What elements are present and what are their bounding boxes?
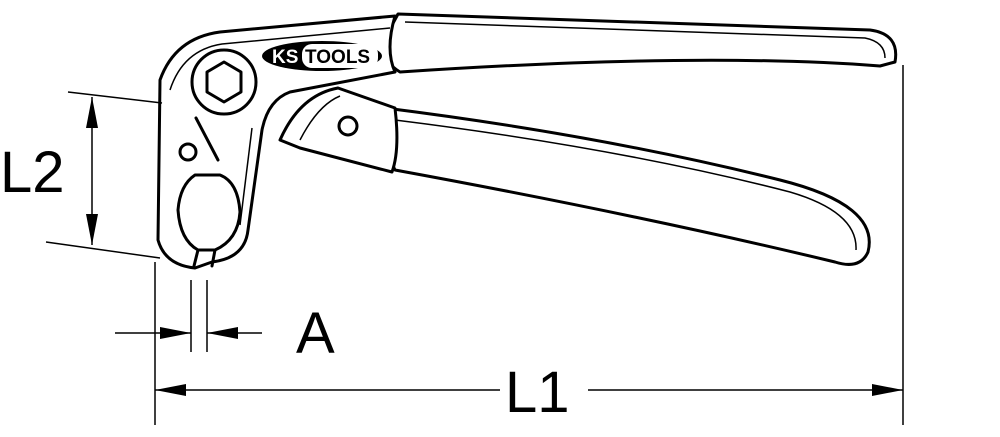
plier-head [156,14,397,270]
lever-pivot [337,115,359,137]
pivot-pin [178,142,198,162]
ks-tools-logo: KS TOOLS [262,41,382,71]
dimension-label-l1: L1 [505,360,570,425]
lower-handle [382,106,871,266]
upper-handle [382,12,898,74]
dimension-label-a: A [296,301,335,366]
svg-text:TOOLS: TOOLS [305,47,370,68]
hex-icon [205,60,243,104]
dimension-label-l2: L2 [0,140,65,205]
svg-text:KS: KS [272,47,298,68]
